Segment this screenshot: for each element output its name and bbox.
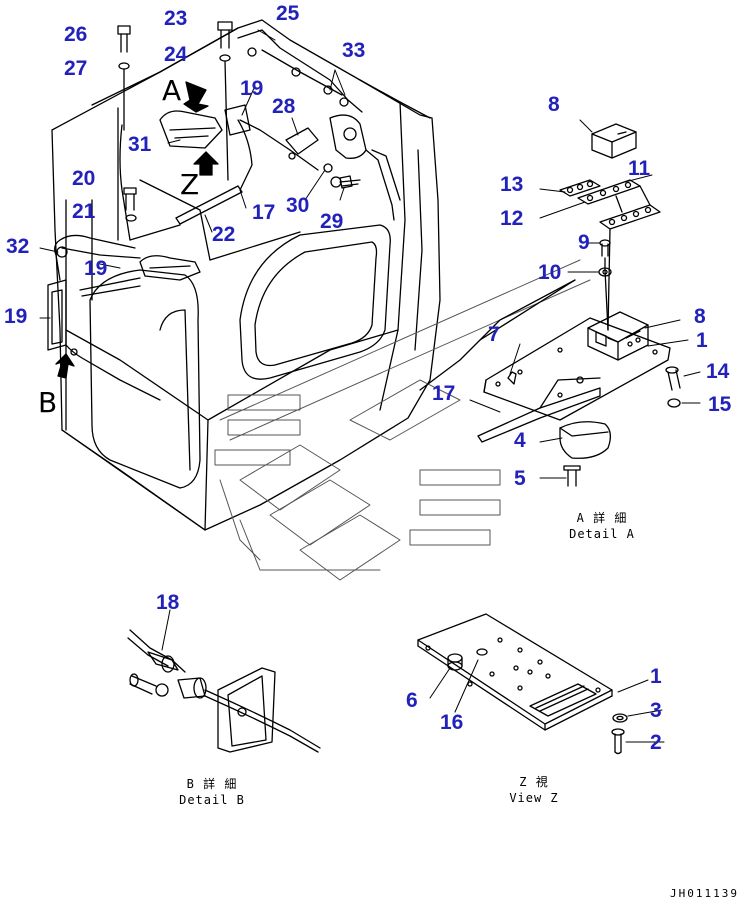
view-z-caption-en: View Z (509, 791, 559, 805)
callout-11: 11 (628, 157, 651, 180)
callout-19-middle: 19 (84, 257, 108, 280)
callout-2: 2 (650, 731, 662, 754)
callout-9: 9 (578, 231, 590, 254)
callout-24: 24 (164, 43, 188, 66)
callout-12: 12 (500, 207, 524, 230)
callout-30: 30 (286, 194, 310, 217)
left-panel (47, 239, 161, 401)
view-z (417, 613, 628, 755)
detail-b (127, 629, 321, 753)
callout-19-left: 19 (4, 305, 28, 328)
callout-16: 16 (440, 711, 464, 734)
callout-18: 18 (156, 591, 180, 614)
callout-26: 26 (64, 23, 88, 46)
callout-4: 4 (514, 429, 526, 452)
view-z-caption: Z 視 View Z (494, 774, 574, 806)
detail-b-caption-en: Detail B (179, 793, 245, 807)
callout-22: 22 (212, 223, 236, 246)
callout-23: 23 (164, 7, 188, 30)
callout-17-lower: 17 (432, 382, 456, 405)
view-letter-z: Z (180, 168, 200, 201)
callout-27: 27 (64, 57, 88, 80)
callout-21: 21 (72, 200, 96, 223)
detail-a (419, 123, 681, 487)
callout-7: 7 (488, 323, 500, 346)
top-harness (237, 29, 401, 221)
callout-32: 32 (6, 235, 30, 258)
detail-a-caption-jp: A 詳 細 (576, 511, 628, 525)
callout-6: 6 (406, 689, 418, 712)
callout-3: 3 (650, 699, 662, 722)
view-z-caption-jp: Z 視 (519, 775, 549, 789)
callout-28: 28 (272, 95, 296, 118)
leader-lines (39, 29, 701, 743)
detail-b-caption: B 詳 細 Detail B (172, 776, 252, 808)
callout-10: 10 (538, 261, 562, 284)
detail-a-caption: A 詳 細 Detail A (562, 510, 642, 542)
callout-5: 5 (514, 467, 526, 490)
callout-8-top: 8 (548, 93, 560, 116)
callout-17-upper: 17 (252, 201, 276, 224)
cab-body (51, 19, 441, 531)
callout-20: 20 (72, 167, 96, 190)
callout-19-upper: 19 (240, 77, 264, 100)
callout-15: 15 (708, 393, 732, 416)
callout-25: 25 (276, 2, 300, 25)
view-arrows (55, 81, 219, 379)
callout-8-detail: 8 (694, 305, 706, 328)
callout-1-detail: 1 (696, 329, 708, 352)
detail-b-caption-jp: B 詳 細 (186, 777, 238, 791)
view-letter-b: B (38, 386, 58, 419)
callout-31: 31 (128, 133, 152, 156)
floor-pattern (214, 259, 591, 581)
callout-14: 14 (706, 360, 730, 383)
callout-1-viewz: 1 (650, 665, 662, 688)
callout-29: 29 (320, 210, 344, 233)
detail-a-caption-en: Detail A (569, 527, 635, 541)
callout-hardware (117, 21, 353, 222)
callout-13: 13 (500, 173, 524, 196)
callout-33: 33 (342, 39, 366, 62)
view-letter-a: A (162, 74, 182, 107)
drawing-id: JH011139 (670, 887, 739, 900)
